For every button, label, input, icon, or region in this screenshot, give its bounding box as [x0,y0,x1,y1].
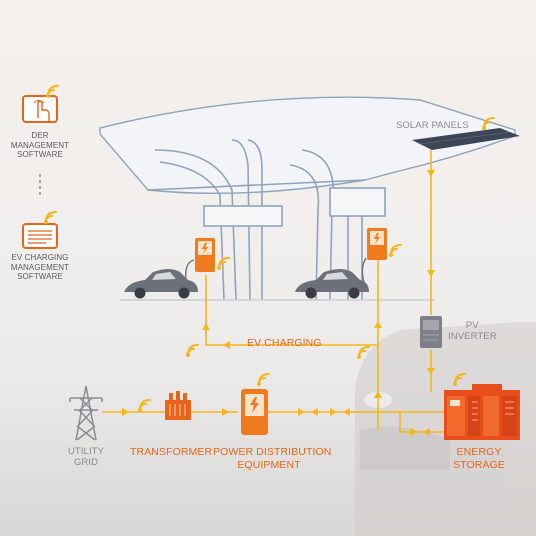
energy-storage-label: ENERGY STORAGE [448,446,510,471]
distribution-cabinet-icon [241,389,268,435]
monitor-icon [22,223,58,249]
pv-inverter-icon [420,316,442,348]
power-distribution-label: POWER DISTRIBUTION EQUIPMENT [213,446,332,471]
utility-grid-line-1: UTILITY [67,446,105,457]
car-right [295,269,369,299]
power-distribution-line-1: POWER DISTRIBUTION [213,446,332,458]
energy-storage-line-2: STORAGE [453,458,505,471]
charging-canopy [99,96,516,301]
pv-inverter-label: PV INVERTER [448,320,497,343]
der-software-line-1: DER [31,131,49,140]
der-software-line-2: MANAGEMENT [10,140,70,150]
pv-inverter-line-2: INVERTER [448,331,497,343]
ev-software-line-2: MANAGEMENT [10,262,70,272]
ev-charging-label: EV CHARGING [247,337,322,349]
der-software-label: DER MANAGEMENT SOFTWARE [8,131,72,160]
car-left [124,269,198,299]
utility-grid-line-2: GRID [73,457,99,469]
transformer-label: TRANSFORMER [130,446,213,458]
touch-screen-icon [22,95,58,123]
ev-charger-icon-2 [367,228,387,260]
transformer-icon [165,391,191,420]
ev-software-label: EV CHARGING MANAGEMENT SOFTWARE [2,253,78,282]
ev-software-line-1: EV CHARGING [11,253,69,262]
der-software-line-3: SOFTWARE [17,150,63,160]
wireless-signal-icon [44,85,495,412]
pv-inverter-line-1: PV [465,320,479,331]
power-distribution-line-2: EQUIPMENT [237,458,301,471]
battery-storage-icon [444,384,520,440]
flow-arrows [122,170,435,436]
ev-charger-icon [195,238,215,272]
solar-panel [412,128,520,150]
solar-panels-label: SOLAR PANELS [396,120,469,131]
energy-storage-line-1: ENERGY [456,446,502,458]
transmission-tower-icon [69,385,103,441]
ev-software-line-3: SOFTWARE [17,272,63,282]
utility-grid-label: UTILITY GRID [62,446,110,469]
